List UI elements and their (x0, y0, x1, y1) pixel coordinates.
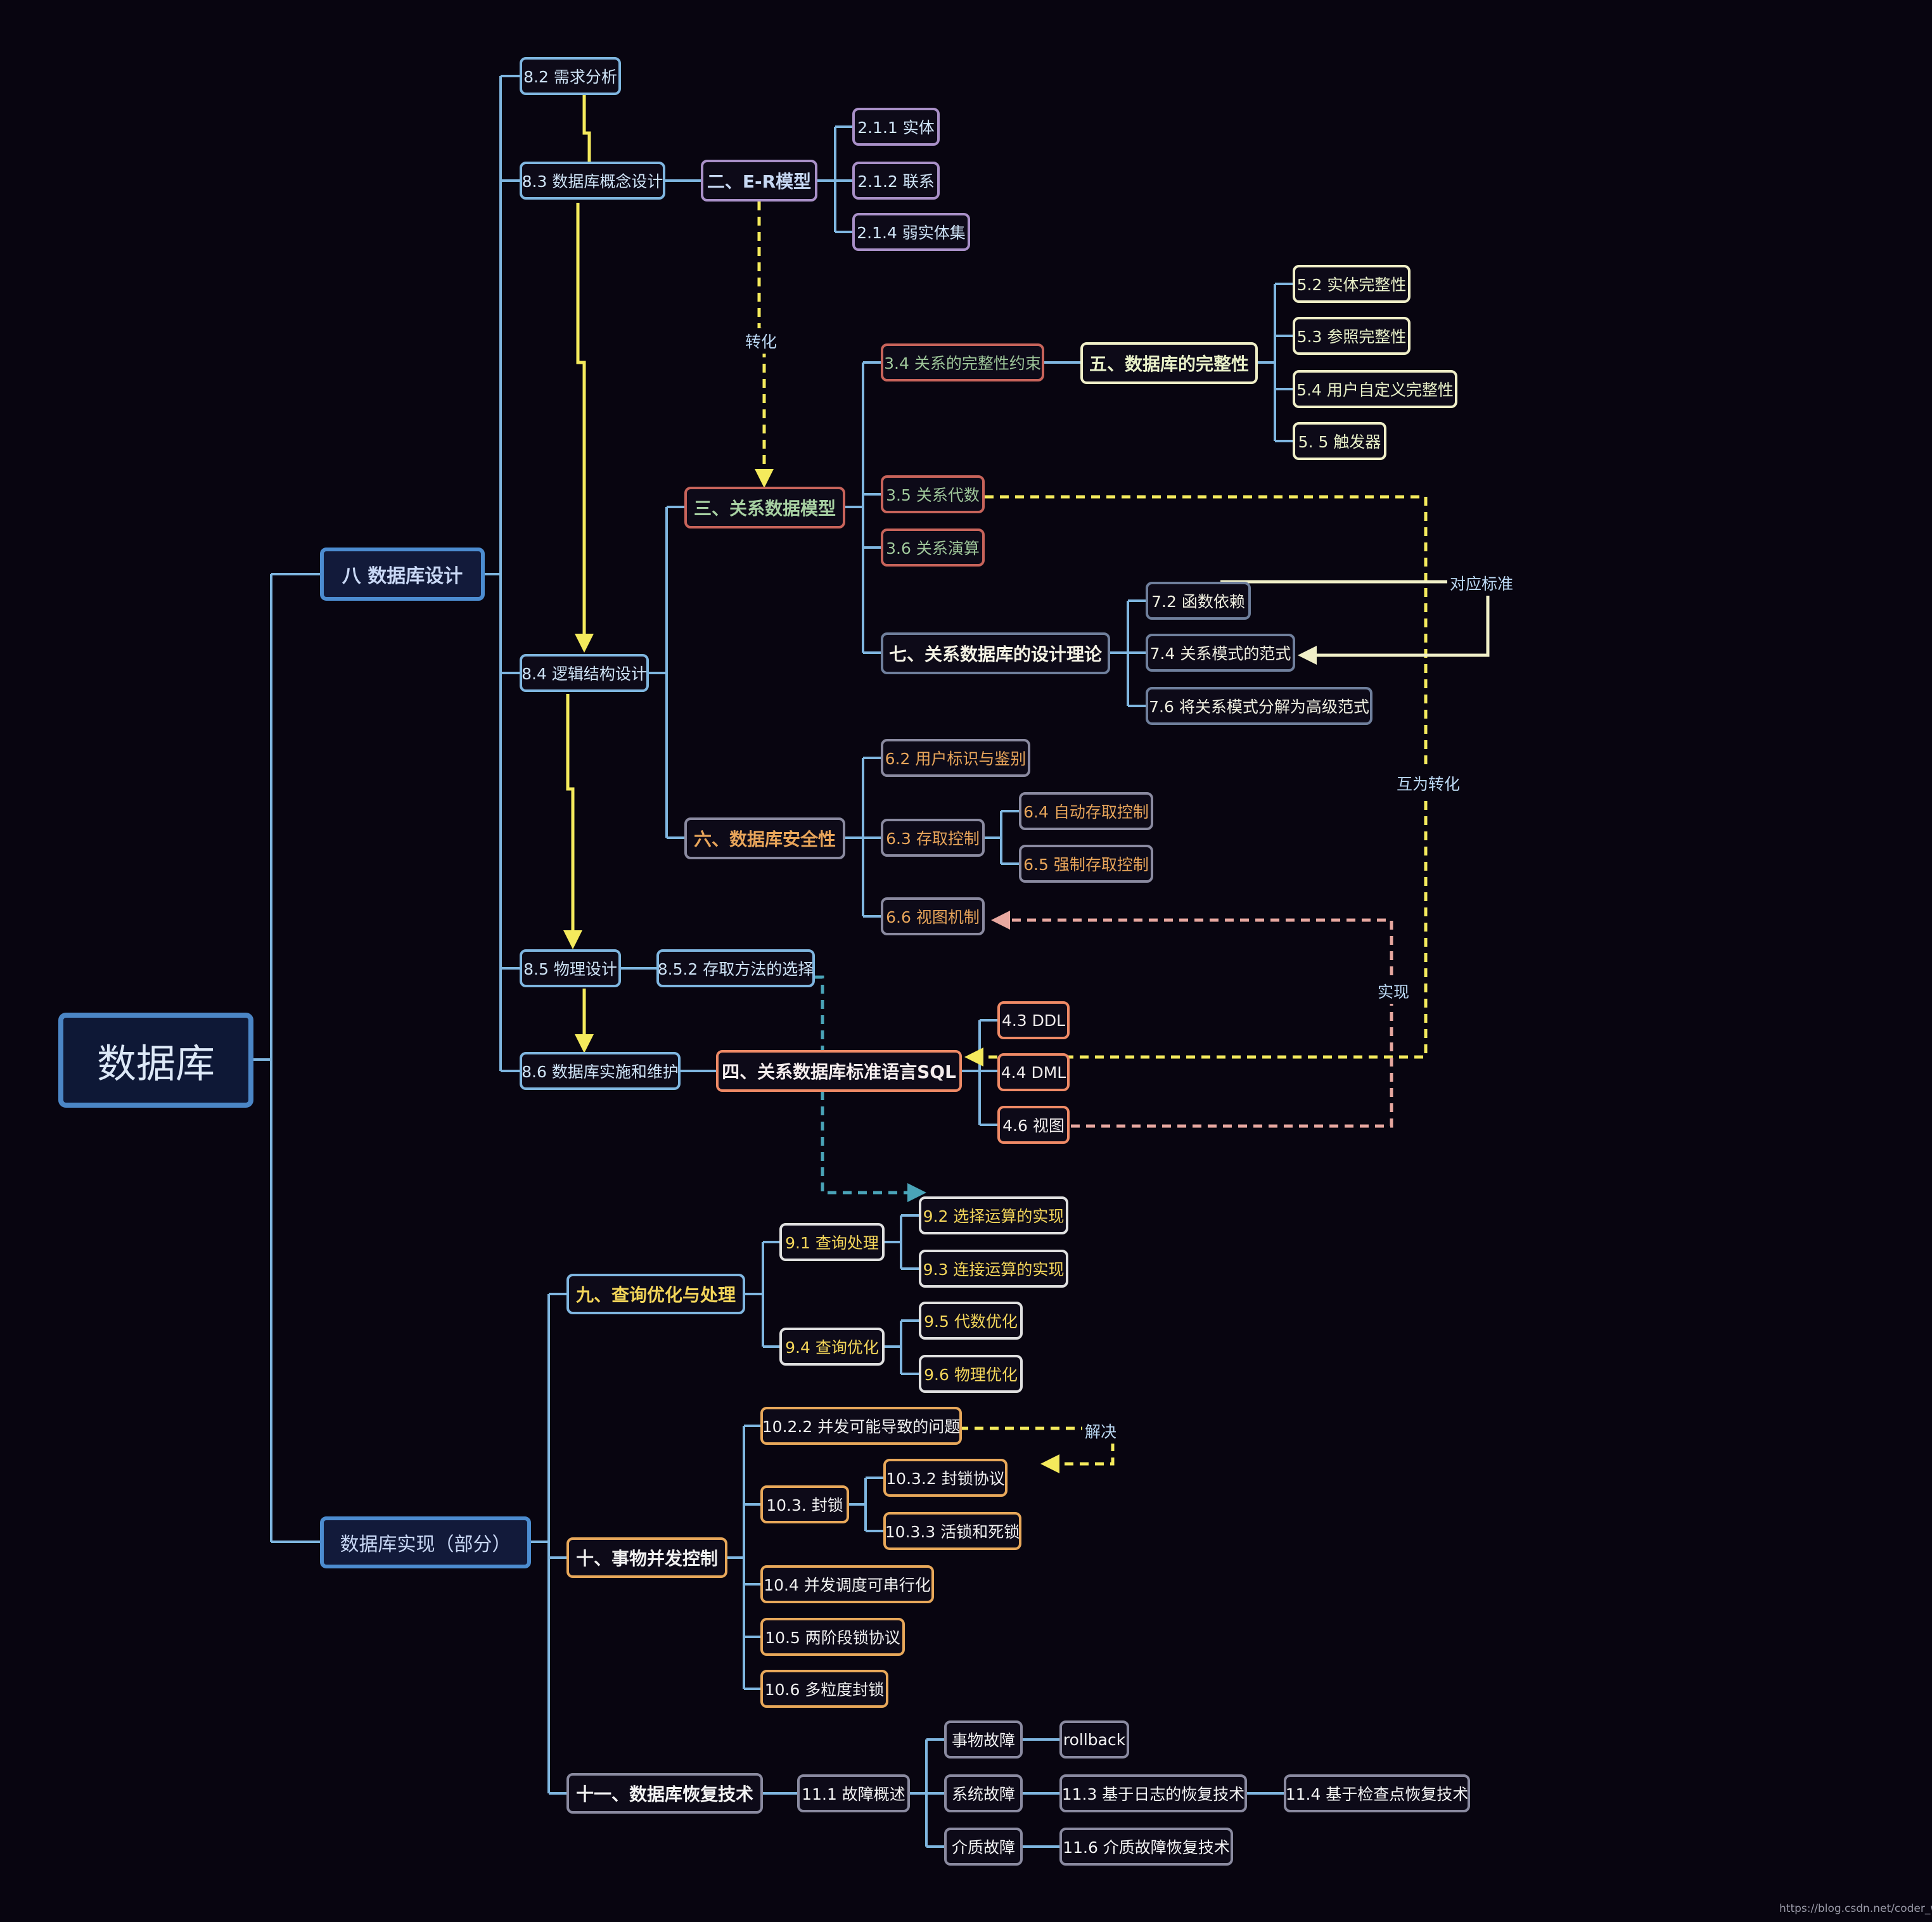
conceptual-design-node[interactable]: 8.3 数据库概念设计 (520, 162, 665, 200)
dml-node[interactable]: 4.4 DML (997, 1053, 1070, 1091)
integrity-node[interactable]: 五、数据库的完整性 (1080, 342, 1258, 384)
physical-opt-node[interactable]: 9.6 物理优化 (919, 1355, 1023, 1393)
implementation-maintenance-node[interactable]: 8.6 数据库实施和维护 (520, 1052, 681, 1090)
concurrency-problems-node[interactable]: 10.2.2 并发可能导致的问题 (760, 1407, 962, 1445)
locking-node[interactable]: 10.3. 封锁 (760, 1485, 849, 1523)
mandatory-access-node[interactable]: 6.5 强制存取控制 (1019, 845, 1153, 883)
er-weak-entity-node[interactable]: 2.1.4 弱实体集 (852, 213, 970, 251)
join-impl-node[interactable]: 9.3 连接运算的实现 (919, 1250, 1068, 1288)
sql-node[interactable]: 四、关系数据库标准语言SQL (716, 1050, 962, 1092)
user-defined-integrity-node[interactable]: 5.4 用户自定义完整性 (1293, 370, 1457, 408)
label-mutual-conversion: 互为转化 (1394, 771, 1463, 796)
design-theory-node[interactable]: 七、关系数据库的设计理论 (881, 632, 1110, 674)
physical-design-node[interactable]: 8.5 物理设计 (520, 949, 621, 987)
decomposition-node[interactable]: 7.6 将关系模式分解为高级范式 (1146, 687, 1372, 725)
root-node[interactable]: 数据库 (58, 1013, 253, 1108)
access-method-node[interactable]: 8.5.2 存取方法的选择 (656, 949, 815, 987)
query-node[interactable]: 九、查询优化与处理 (566, 1274, 745, 1314)
security-node[interactable]: 六、数据库安全性 (684, 817, 845, 859)
relational-calculus-node[interactable]: 3.6 关系演算 (881, 529, 985, 567)
rollback-node[interactable]: rollback (1059, 1720, 1129, 1759)
functional-dependency-node[interactable]: 7.2 函数依赖 (1146, 582, 1251, 620)
relational-model-node[interactable]: 三、关系数据模型 (684, 487, 845, 529)
er-model-node[interactable]: 二、E-R模型 (701, 160, 817, 202)
concurrency-node[interactable]: 十、事物并发控制 (566, 1537, 727, 1578)
relational-algebra-node[interactable]: 3.5 关系代数 (881, 475, 985, 513)
entity-integrity-node[interactable]: 5.2 实体完整性 (1293, 265, 1411, 303)
logical-design-node[interactable]: 8.4 逻辑结构设计 (520, 654, 649, 692)
impl-node[interactable]: 数据库实现（部分） (320, 1516, 531, 1568)
system-failure-node[interactable]: 系统故障 (944, 1774, 1023, 1812)
multi-granularity-node[interactable]: 10.6 多粒度封锁 (760, 1670, 888, 1708)
trigger-node[interactable]: 5. 5 触发器 (1293, 422, 1386, 460)
label-corresponding-standard: 对应标准 (1447, 570, 1516, 596)
normal-form-node[interactable]: 7.4 关系模式的范式 (1146, 634, 1295, 672)
algebraic-opt-node[interactable]: 9.5 代数优化 (919, 1302, 1023, 1340)
requirement-analysis-node[interactable]: 8.2 需求分析 (520, 57, 621, 95)
sql-view-node[interactable]: 4.6 视图 (997, 1106, 1070, 1144)
query-processing-node[interactable]: 9.1 查询处理 (779, 1223, 885, 1261)
recovery-node[interactable]: 十一、数据库恢复技术 (566, 1773, 763, 1814)
selection-impl-node[interactable]: 9.2 选择运算的实现 (919, 1196, 1068, 1234)
user-authentication-node[interactable]: 6.2 用户标识与鉴别 (881, 739, 1030, 777)
transaction-failure-node[interactable]: 事物故障 (944, 1720, 1023, 1759)
access-control-node[interactable]: 6.3 存取控制 (881, 819, 985, 857)
locking-protocol-node[interactable]: 10.3.2 封锁协议 (883, 1459, 1008, 1497)
referential-integrity-node[interactable]: 5.3 参照完整性 (1293, 317, 1411, 355)
query-optimization-node[interactable]: 9.4 查询优化 (779, 1328, 885, 1366)
livelock-deadlock-node[interactable]: 10.3.3 活锁和死锁 (883, 1512, 1021, 1550)
failure-overview-node[interactable]: 11.1 故障概述 (797, 1774, 910, 1812)
er-relationship-node[interactable]: 2.1.2 联系 (852, 162, 940, 200)
integrity-constraint-node[interactable]: 3.4 关系的完整性约束 (881, 343, 1044, 381)
ddl-node[interactable]: 4.3 DDL (997, 1001, 1070, 1039)
label-conversion: 转化 (743, 328, 780, 354)
label-implementation: 实现 (1375, 978, 1412, 1004)
view-mechanism-node[interactable]: 6.6 视图机制 (881, 897, 985, 935)
er-entity-node[interactable]: 2.1.1 实体 (852, 108, 940, 146)
log-recovery-node[interactable]: 11.3 基于日志的恢复技术 (1059, 1774, 1247, 1812)
media-recovery-node[interactable]: 11.6 介质故障恢复技术 (1059, 1828, 1233, 1866)
label-solution: 解决 (1082, 1418, 1120, 1444)
discretionary-access-node[interactable]: 6.4 自动存取控制 (1019, 792, 1153, 830)
serializability-node[interactable]: 10.4 并发调度可串行化 (760, 1565, 934, 1603)
media-failure-node[interactable]: 介质故障 (944, 1828, 1023, 1866)
design-node[interactable]: 八 数据库设计 (320, 548, 485, 601)
two-phase-locking-node[interactable]: 10.5 两阶段锁协议 (760, 1618, 905, 1656)
checkpoint-recovery-node[interactable]: 11.4 基于检查点恢复技术 (1284, 1774, 1470, 1812)
watermark: https://blog.csdn.net/coder_what (1779, 1902, 1932, 1915)
